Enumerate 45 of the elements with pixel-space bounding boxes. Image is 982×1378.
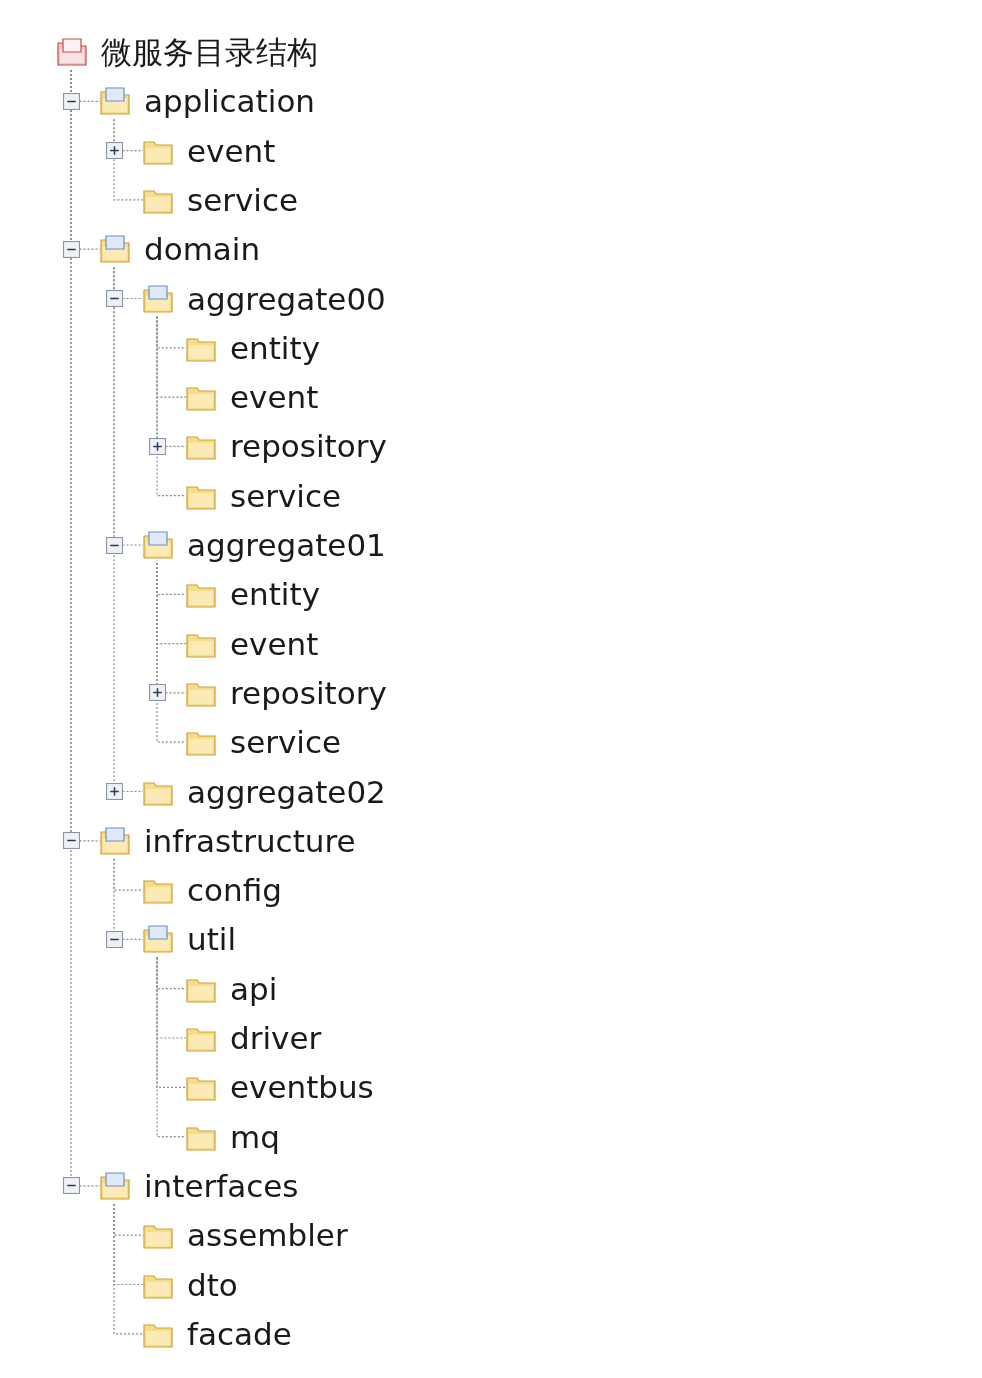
folder-name: entity	[230, 329, 320, 366]
folder-name: service	[230, 724, 342, 761]
tree-connector	[164, 445, 187, 447]
tree-connector	[164, 692, 187, 694]
tree-connector	[78, 248, 101, 250]
folder-name: interfaces	[144, 1167, 299, 1204]
folder-name: util	[187, 921, 237, 958]
tree-connector	[113, 266, 115, 784]
folder-name: aggregate00	[187, 280, 386, 317]
folder-name: event	[230, 379, 319, 416]
folder-name: entity	[230, 576, 320, 613]
tree-connector	[113, 1203, 144, 1335]
folder-name: 微服务目录结构	[101, 34, 318, 70]
tree-connector	[121, 938, 144, 940]
tree-connector	[121, 790, 144, 793]
folder-name: infrastructure	[144, 822, 356, 859]
tree-connector	[113, 858, 115, 932]
folder-name: domain	[144, 231, 261, 268]
folder-name: repository	[230, 674, 387, 711]
folder-name: driver	[230, 1020, 322, 1056]
folder-name: mq	[230, 1118, 280, 1155]
folder-name: eventbus	[230, 1069, 374, 1106]
folder-name: facade	[187, 1315, 292, 1352]
folder-name: assembler	[187, 1217, 348, 1254]
folder-name: event	[230, 625, 319, 662]
tree-connector	[121, 297, 144, 300]
folder-name: repository	[230, 428, 387, 465]
folder-name: dto	[187, 1266, 238, 1303]
folder-name: event	[187, 132, 276, 169]
tree-connector	[156, 956, 187, 1138]
tree-connector	[156, 315, 187, 497]
folder-name: service	[187, 181, 299, 218]
folder-name: api	[230, 970, 278, 1007]
tree-connector	[78, 840, 101, 842]
folder-name: config	[187, 872, 282, 909]
tree-connector	[121, 150, 144, 152]
folder-name: service	[230, 477, 342, 514]
tree-connector	[78, 1185, 101, 1187]
folder-name: aggregate02	[187, 773, 386, 810]
tree-connector	[156, 562, 187, 743]
folder-name: application	[144, 83, 315, 120]
tree-connector	[70, 69, 72, 1178]
tree-connector	[113, 118, 144, 201]
tree-connector	[78, 100, 101, 102]
folder-name: aggregate01	[187, 527, 386, 563]
